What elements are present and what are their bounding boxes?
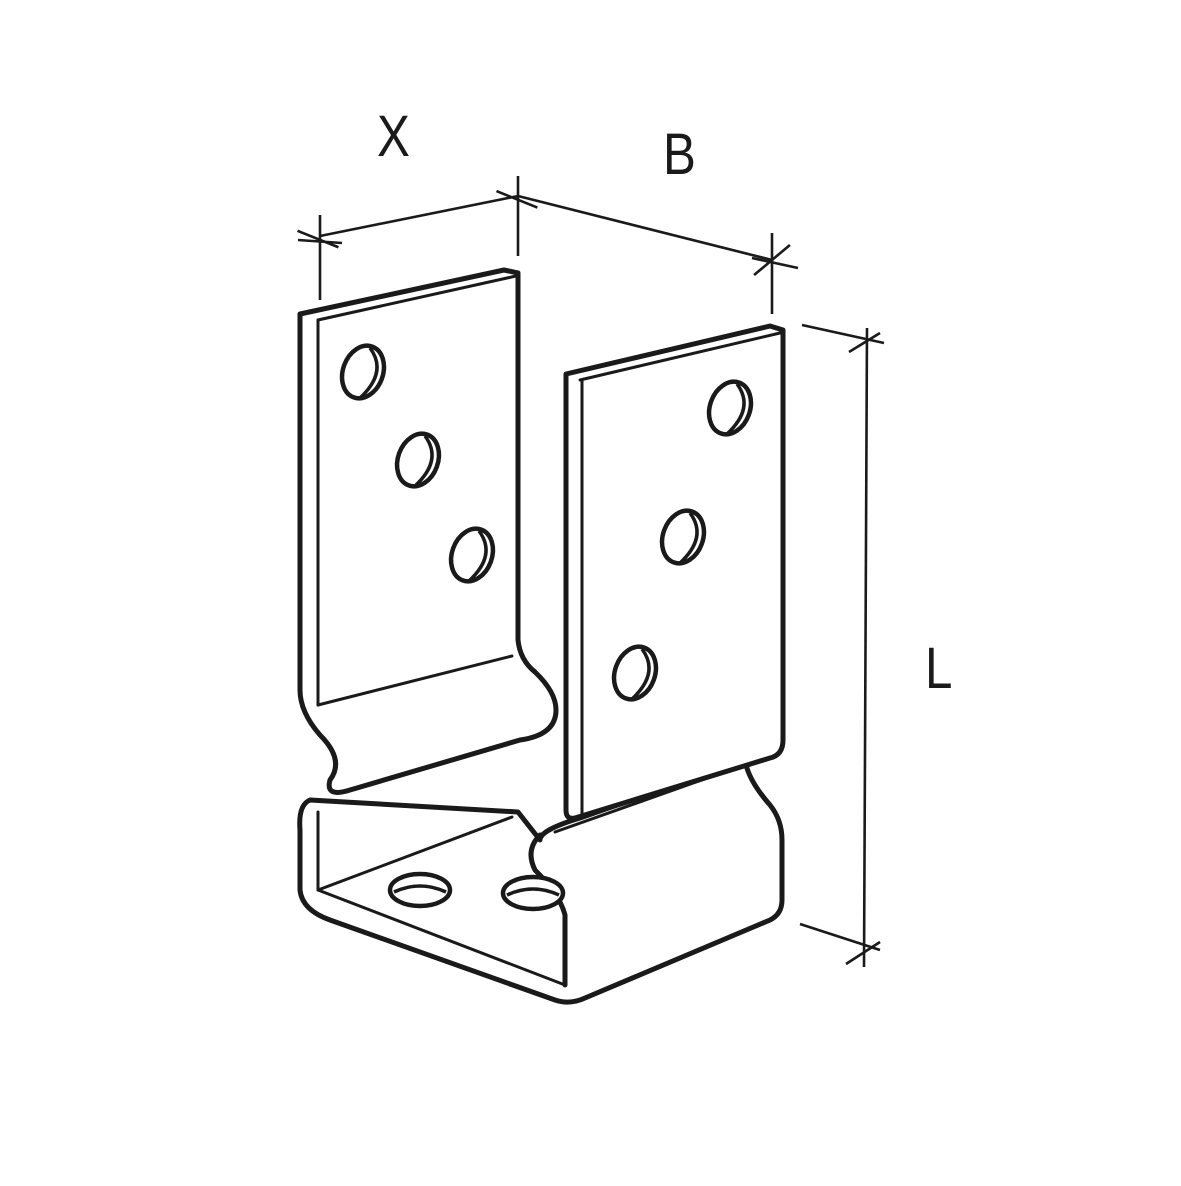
hole-icon [387,871,453,909]
dimension-b [517,194,799,314]
right-plate-holes [611,379,754,702]
left-plate [297,267,559,795]
dimension-l [799,323,885,968]
hole-icon [448,526,496,584]
hole-icon [706,379,754,437]
dimension-x [297,176,538,300]
dimension-label-x: X [377,104,410,169]
hole-icon [659,508,707,566]
hole-icon [339,343,387,401]
left-plate-holes [339,343,496,584]
dimension-label-l: L [925,636,953,701]
hole-icon [611,644,659,702]
hole-icon [500,874,566,912]
hole-icon [394,431,442,489]
dimension-label-b: B [663,122,696,187]
base-holes [387,871,566,912]
